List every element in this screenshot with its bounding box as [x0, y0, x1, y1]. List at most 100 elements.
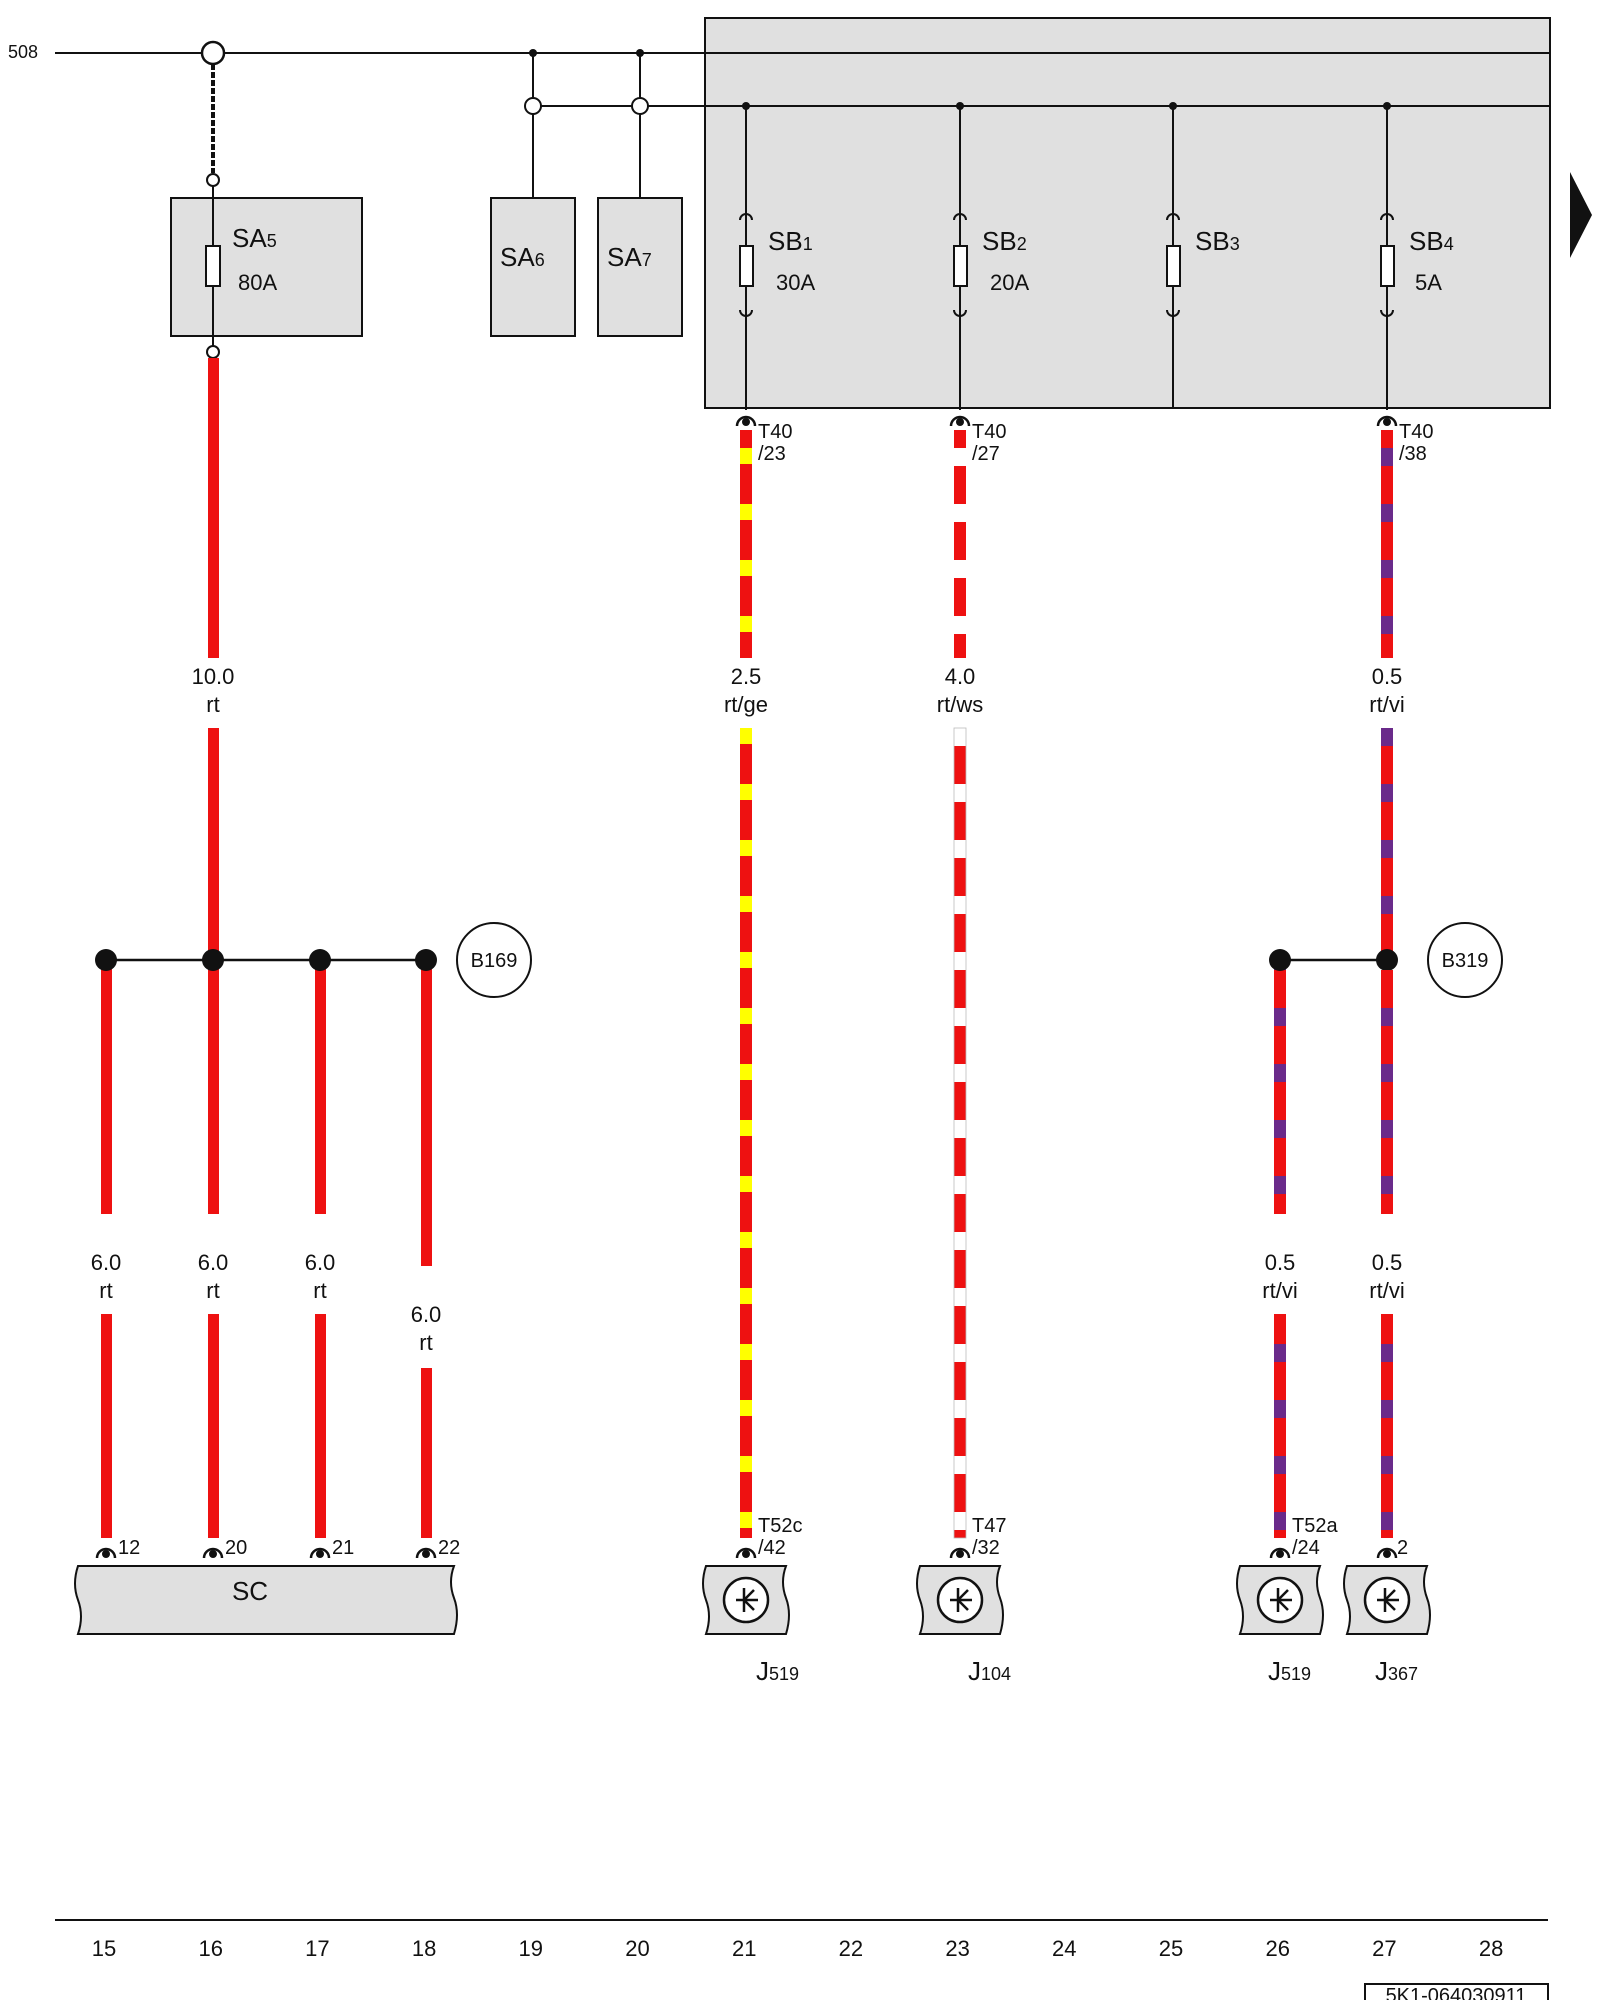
column-number: 23: [945, 1936, 969, 1961]
junction-node: [200, 40, 226, 66]
wire-label: 0.5 rt/vi: [1369, 664, 1404, 717]
svg-text:J519: J519: [756, 1656, 799, 1686]
wire-rt-vi: [1381, 970, 1393, 1214]
svg-text:/42: /42: [758, 1537, 786, 1559]
svg-text:SB4: SB4: [1409, 226, 1454, 256]
svg-text:21: 21: [332, 1537, 354, 1559]
column-number: 24: [1052, 1936, 1076, 1961]
svg-text:/23: /23: [758, 443, 786, 465]
svg-text:J104: J104: [968, 1656, 1011, 1686]
splice-dot: [1376, 949, 1398, 971]
svg-text:/27: /27: [972, 443, 1000, 465]
svg-text:/24: /24: [1292, 1537, 1320, 1559]
svg-text:2.5: 2.5: [731, 664, 762, 689]
svg-text:rt/vi: rt/vi: [1369, 692, 1404, 717]
splice-dot: [415, 949, 437, 971]
fuse-sb4: SB4 5A: [1380, 102, 1454, 410]
column-number: 26: [1265, 1936, 1289, 1961]
wire-rt-ws: [954, 430, 966, 658]
splice-dot: [309, 949, 331, 971]
svg-text:0.5: 0.5: [1265, 1250, 1296, 1275]
sa5-rating: 80A: [238, 270, 277, 295]
wire-rt-ge: [740, 728, 752, 1538]
column-number: 16: [198, 1936, 222, 1961]
sc-pin: 21: [309, 1537, 354, 1559]
doc-ref: 5K1-064030911: [1386, 1985, 1527, 2000]
connector-t47-32: T47 /32: [949, 1515, 1006, 1559]
wire-rt-6: [208, 960, 219, 1214]
splice-b169-label: B169: [471, 950, 518, 972]
svg-text:/32: /32: [972, 1537, 1000, 1559]
control-unit-j367: J367: [1343, 1565, 1431, 1686]
svg-text:J367: J367: [1375, 1656, 1418, 1686]
wire-rt-vi: [1274, 960, 1286, 1214]
svg-text:rt/ge: rt/ge: [724, 692, 768, 717]
fuse-box-sa6: [490, 197, 576, 337]
connector-t52c-42: T52c /42: [735, 1515, 802, 1559]
splice-dot: [95, 949, 117, 971]
wire-rt-6: [421, 960, 432, 1266]
svg-text:0.5: 0.5: [1372, 664, 1403, 689]
wire-rt-6: [421, 1368, 432, 1538]
sc-component: [74, 1565, 458, 1635]
fuse-sb2: SB2 20A: [953, 102, 1029, 410]
wire-label: 0.5 rt/vi: [1369, 1250, 1404, 1303]
sc-pin: 20: [202, 1537, 247, 1559]
junction-node: [524, 97, 542, 115]
sa6-label: SA6: [500, 242, 545, 272]
wire-label: 6.0rt: [91, 1250, 122, 1303]
fuse-box-sa5: [170, 197, 363, 337]
svg-text:SB3: SB3: [1195, 226, 1240, 256]
svg-text:5A: 5A: [1415, 270, 1442, 295]
wire-label: 4.0 rt/ws: [937, 664, 983, 717]
column-number: 22: [839, 1936, 863, 1961]
svg-text:rt: rt: [313, 1278, 326, 1303]
svg-text:30A: 30A: [776, 270, 815, 295]
wire-rt-ws: [953, 727, 967, 1539]
svg-text:T40: T40: [1399, 421, 1433, 443]
svg-text:4.0: 4.0: [945, 664, 976, 689]
wire-label: 2.5 rt/ge: [724, 664, 768, 717]
wire-rt-6: [315, 960, 326, 1214]
wire-rt-vi: [1381, 430, 1393, 658]
wire-rt-ge: [740, 430, 752, 658]
svg-text:rt: rt: [206, 1278, 219, 1303]
svg-text:T52c: T52c: [758, 1515, 802, 1537]
svg-text:12: 12: [118, 1537, 140, 1559]
sa5-label: SA5: [232, 223, 277, 253]
wire-ref-508: 508: [8, 42, 38, 62]
column-number: 17: [305, 1936, 329, 1961]
svg-text:rt/vi: rt/vi: [1369, 1278, 1404, 1303]
svg-text:rt: rt: [419, 1330, 432, 1355]
svg-text:/38: /38: [1399, 443, 1427, 465]
svg-text:rt/ws: rt/ws: [937, 692, 983, 717]
fuse-sb1: SB1 30A: [739, 102, 815, 410]
sa7-label: SA7: [607, 242, 652, 272]
wire-rt-6: [315, 1314, 326, 1538]
sc-label: SC: [232, 1576, 268, 1606]
svg-text:6.0: 6.0: [198, 1250, 229, 1275]
column-number: 15: [92, 1936, 116, 1961]
splice-dot: [1269, 949, 1291, 971]
sc-pin: 12: [95, 1537, 140, 1559]
terminal-node: [206, 345, 220, 359]
sc-pin: 22: [415, 1537, 460, 1559]
wire-rt-vi: [1381, 728, 1393, 960]
svg-text:20: 20: [225, 1537, 247, 1559]
svg-text:rt: rt: [206, 692, 219, 717]
junction-node: [631, 97, 649, 115]
splice-label-circle: [1427, 922, 1503, 998]
splice-label-circle: [456, 922, 532, 998]
connector-t40-23: T40 /23: [735, 415, 792, 465]
svg-text:6.0: 6.0: [411, 1302, 442, 1327]
svg-text:0.5: 0.5: [1372, 1250, 1403, 1275]
svg-text:22: 22: [438, 1537, 460, 1559]
svg-text:2: 2: [1397, 1537, 1408, 1559]
fuse-sb3: SB3: [1166, 102, 1240, 408]
wire-rt-6: [101, 960, 112, 1214]
continue-arrow-icon: [1570, 172, 1592, 258]
control-unit-j104: J104: [916, 1565, 1011, 1686]
wire-rt-10: [208, 728, 219, 960]
